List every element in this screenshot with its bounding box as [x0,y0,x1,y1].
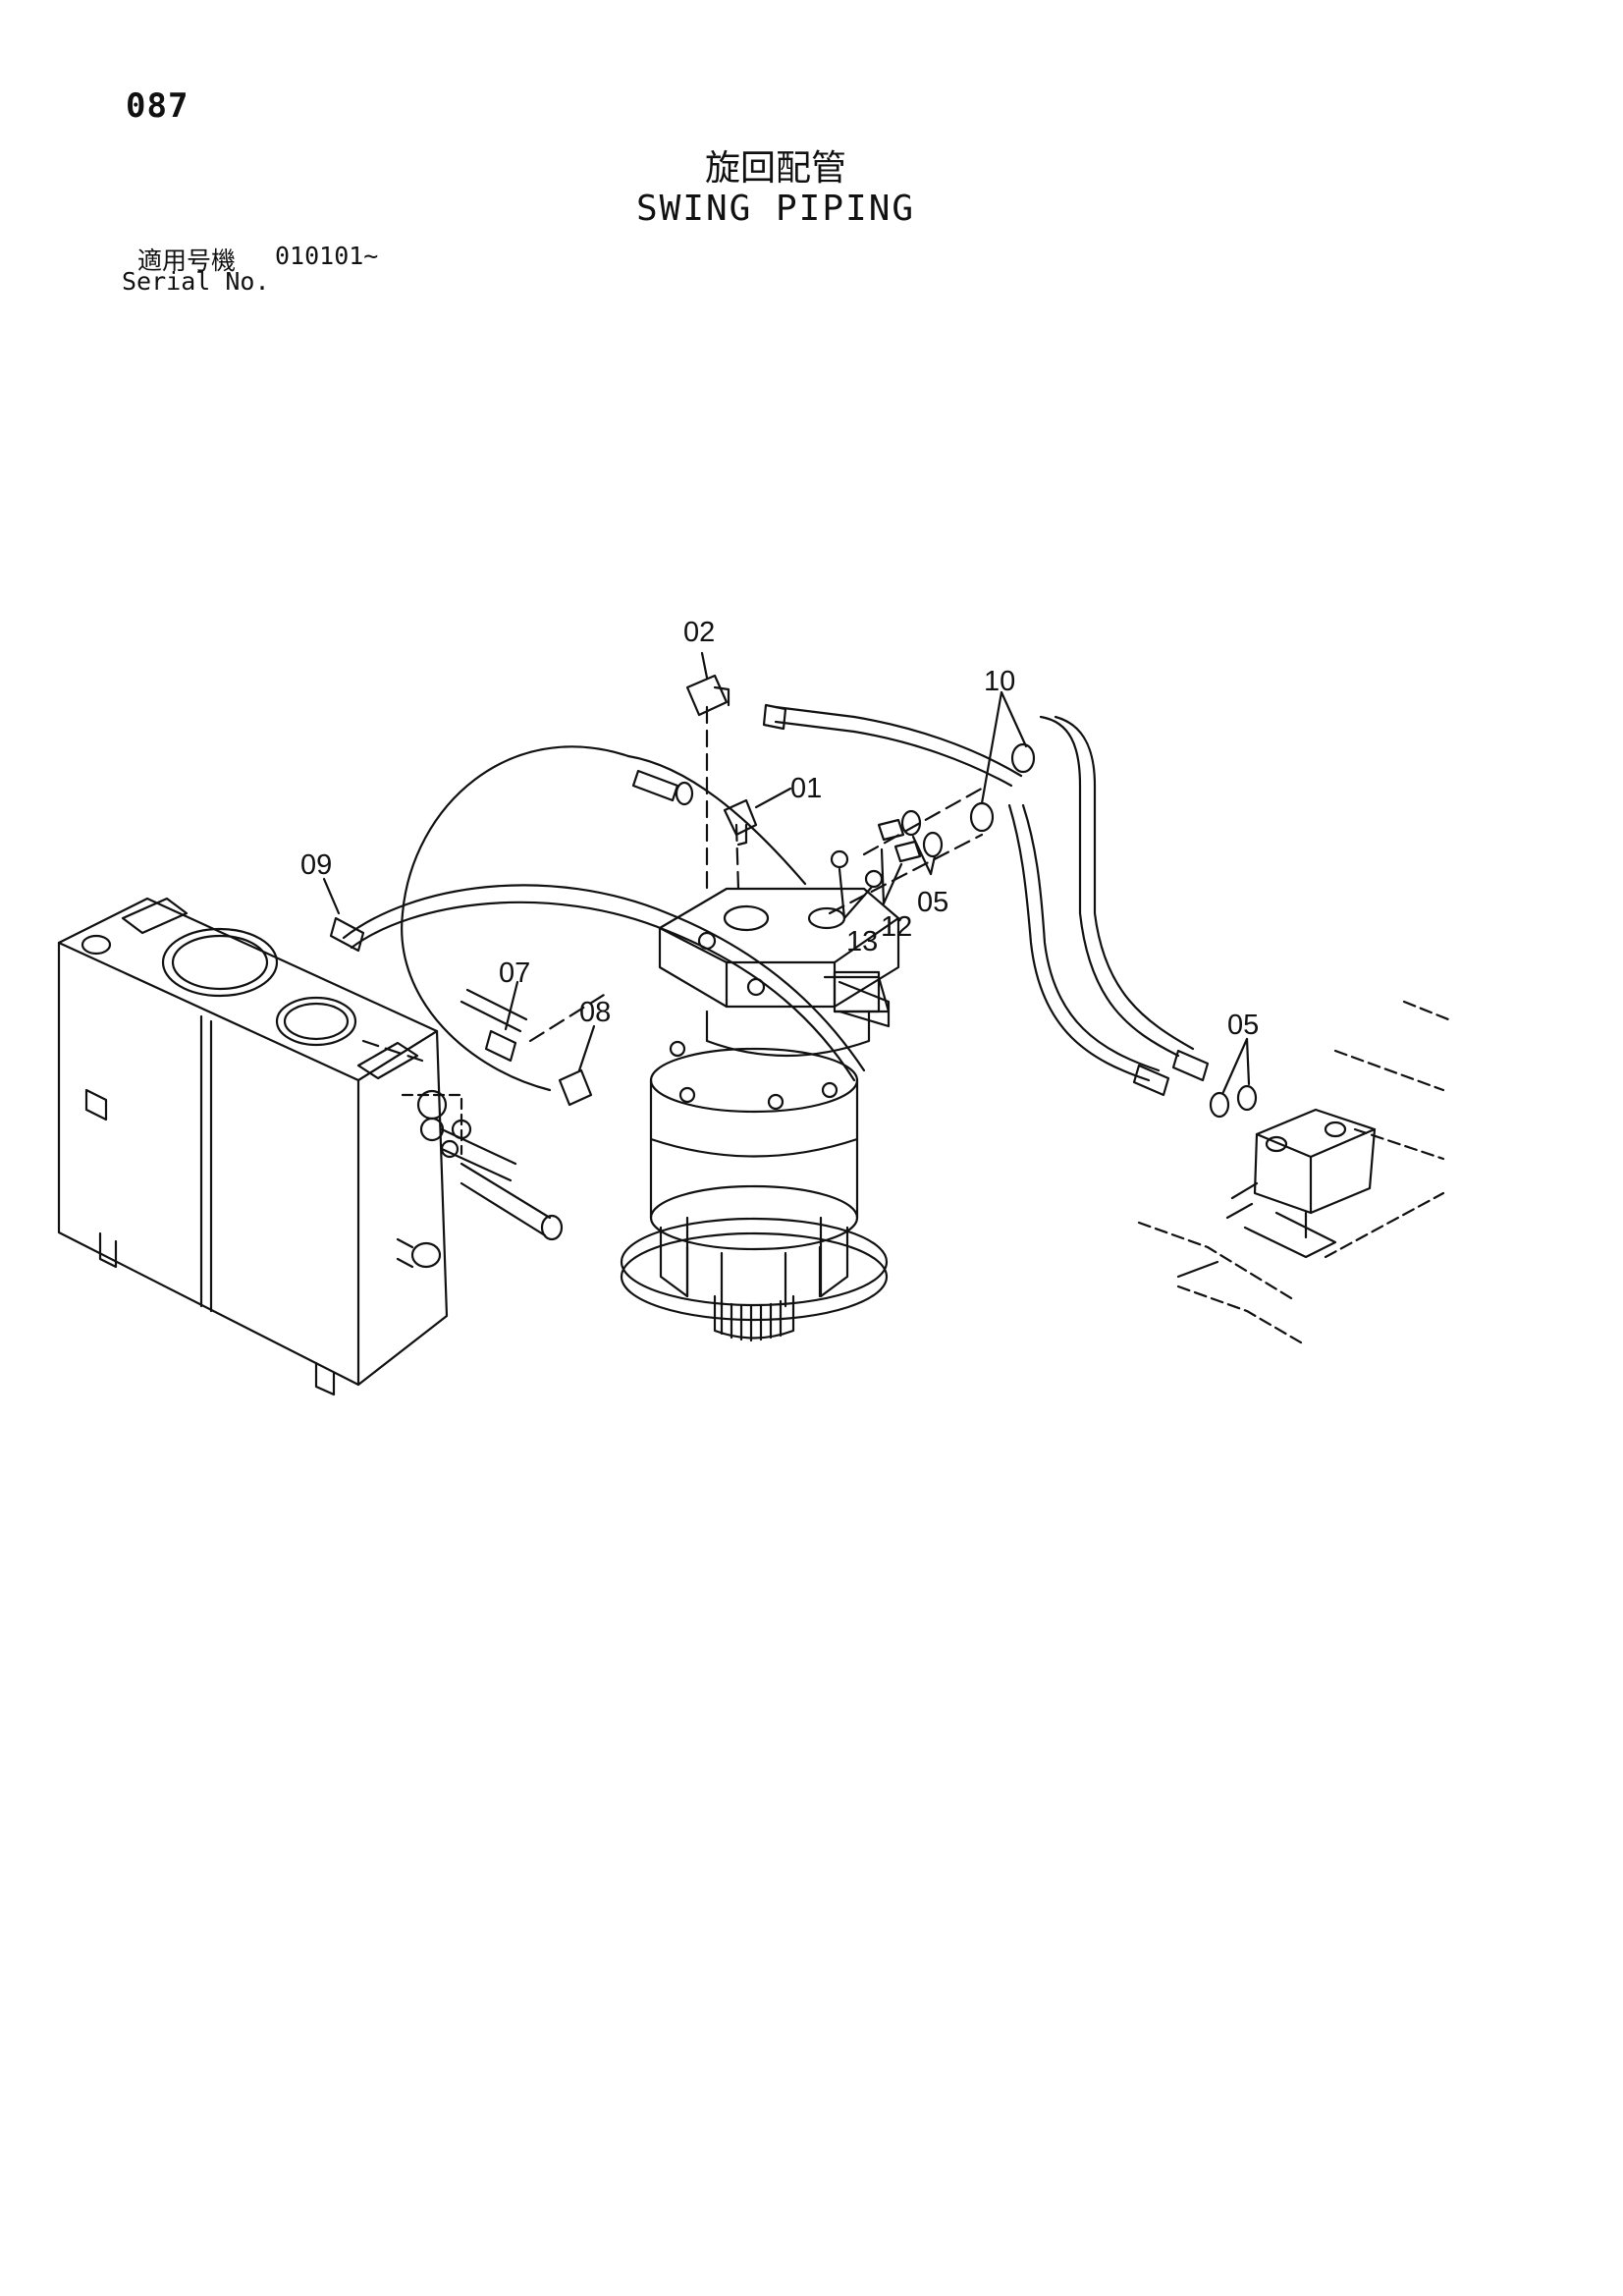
leader-lines [322,651,1251,1094]
callout-10: 10 [984,666,1015,697]
callout-13: 13 [846,926,878,957]
callout-09: 09 [300,849,332,881]
callout-02: 02 [683,617,715,648]
fittings [329,674,1258,1119]
page-title-english: SWING PIPING [635,189,916,229]
callout-07: 07 [499,957,530,989]
serial-label-english: Serial No. [122,267,270,296]
hydraulic-tank [57,897,564,1396]
callout-05-upper: 05 [917,887,948,918]
callout-12: 12 [881,911,912,943]
callout-labels: 02 01 10 05 12 13 09 07 08 05 [300,617,1259,1041]
page-number: 087 [126,86,189,126]
callout-05-lower: 05 [1227,1010,1259,1041]
control-valve [1137,1000,1455,1347]
serial-label-japanese: 適用号機 [137,246,237,275]
callout-08: 08 [579,997,611,1028]
callout-01: 01 [790,773,822,804]
hoses [342,705,1195,1092]
serial-number-value: 010101~ [275,242,379,270]
swing-motor [620,887,900,1342]
page-title-japanese: 旋回配管 [704,148,846,189]
